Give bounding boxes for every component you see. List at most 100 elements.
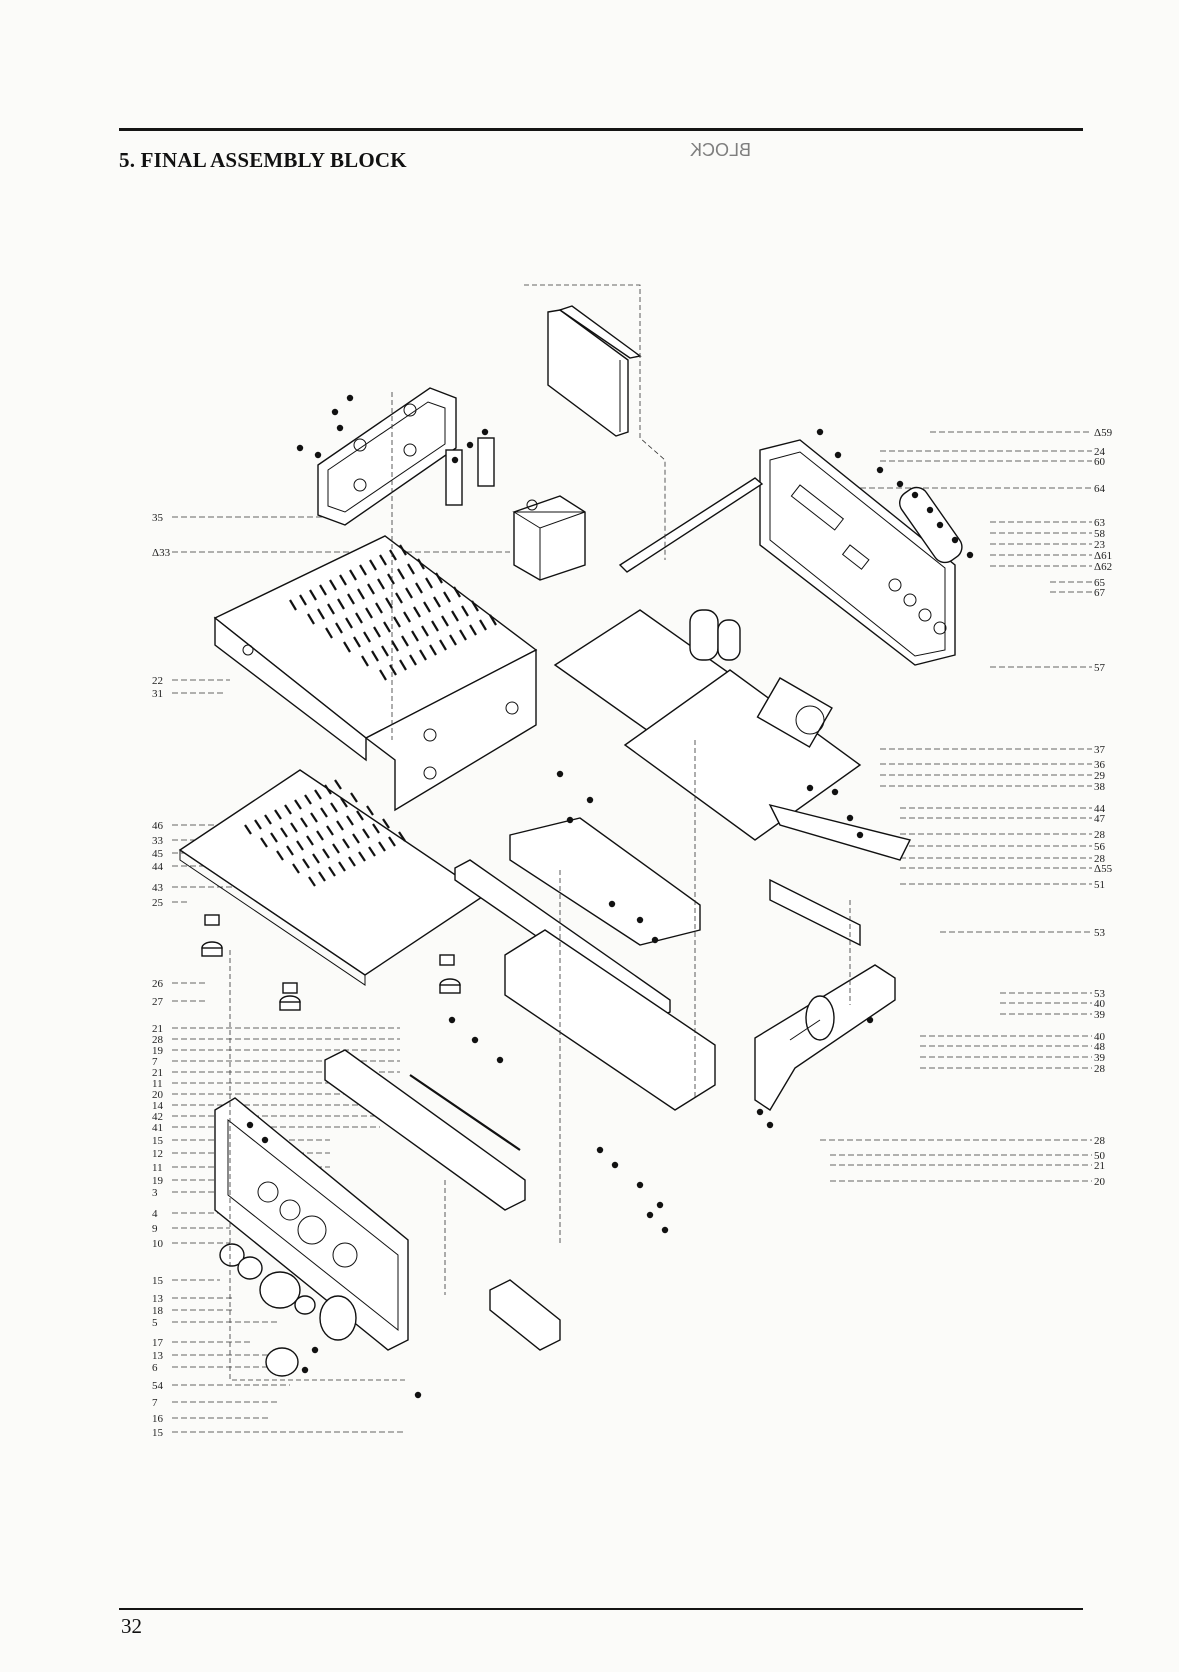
rear-panel <box>760 440 967 665</box>
screw <box>567 817 573 823</box>
callout-label-left: 44 <box>152 861 164 873</box>
callout-label-left: 4 <box>152 1208 158 1220</box>
vent-slot <box>335 780 341 789</box>
screw <box>817 429 823 435</box>
screw <box>857 832 863 838</box>
screw <box>452 457 458 463</box>
callout-label-right: Δ62 <box>1094 561 1112 573</box>
callout-label-right: 28 <box>1094 1063 1106 1075</box>
callout-label-right: 57 <box>1094 662 1106 674</box>
callout-label-right: 37 <box>1094 744 1106 756</box>
callout-label-left: 33 <box>152 835 164 847</box>
screw <box>587 797 593 803</box>
callout-label-left: 5 <box>152 1317 158 1329</box>
callout-label-right: 28 <box>1094 1135 1106 1147</box>
screw <box>337 425 343 431</box>
vent-slot <box>367 806 373 815</box>
screw <box>247 1122 253 1128</box>
callout-label-right: 51 <box>1094 879 1105 891</box>
chassis-frame <box>455 805 910 1110</box>
callout-label-right: Δ59 <box>1094 427 1113 439</box>
callout-label-left: 6 <box>152 1362 158 1374</box>
callout-label-left: 9 <box>152 1223 158 1235</box>
screw <box>472 1037 478 1043</box>
screw <box>647 1212 653 1218</box>
callout-label-right: 47 <box>1094 813 1106 825</box>
callout-label-right: 67 <box>1094 587 1106 599</box>
screw <box>332 409 338 415</box>
callout-label-left: Δ33 <box>152 547 171 559</box>
screw <box>807 785 813 791</box>
screw <box>912 492 918 498</box>
callout-label-left: 18 <box>152 1305 164 1317</box>
callout-label-left: 3 <box>152 1187 158 1199</box>
screw <box>297 445 303 451</box>
screw <box>347 395 353 401</box>
screw <box>609 901 615 907</box>
callout-label-left: 31 <box>152 688 163 700</box>
screw <box>757 1109 763 1115</box>
callout-label-right: 53 <box>1094 927 1106 939</box>
callout-label-right: 28 <box>1094 829 1106 841</box>
screw <box>597 1147 603 1153</box>
callout-label-left: 25 <box>152 897 164 909</box>
screw <box>835 452 841 458</box>
screw <box>662 1227 668 1233</box>
screw <box>952 537 958 543</box>
callout-label-right: 64 <box>1094 483 1106 495</box>
screw <box>927 507 933 513</box>
callout-label-left: 41 <box>152 1122 163 1134</box>
callout-label-left: 15 <box>152 1135 164 1147</box>
callout-label-left: 54 <box>152 1380 164 1392</box>
screw <box>847 815 853 821</box>
callout-label-left: 35 <box>152 512 164 524</box>
callout-label-right: Δ55 <box>1094 863 1113 875</box>
screw <box>467 442 473 448</box>
screw <box>877 467 883 473</box>
screw <box>302 1367 308 1373</box>
screw <box>657 1202 663 1208</box>
screw <box>637 1182 643 1188</box>
callout-label-left: 43 <box>152 882 164 894</box>
screw <box>312 1347 318 1353</box>
screw <box>262 1137 268 1143</box>
screw <box>867 1017 873 1023</box>
callout-label-left: 46 <box>152 820 164 832</box>
screw <box>897 481 903 487</box>
screw <box>612 1162 618 1168</box>
screw <box>482 429 488 435</box>
front-bracket-piece <box>490 1280 560 1350</box>
callout-label-left: 15 <box>152 1427 164 1439</box>
callout-label-left: 13 <box>152 1350 164 1362</box>
callout-label-left: 15 <box>152 1275 164 1287</box>
callout-label-right: 39 <box>1094 1009 1106 1021</box>
callout-label-left: 45 <box>152 848 164 860</box>
heat-sink-plate <box>548 306 640 436</box>
callout-label-left: 27 <box>152 996 164 1008</box>
screw <box>832 789 838 795</box>
callout-label-left: 12 <box>152 1148 163 1160</box>
callout-label-right: 20 <box>1094 1176 1106 1188</box>
vent-slot <box>351 793 357 802</box>
callout-label-left: 26 <box>152 978 164 990</box>
callout-label-left: 11 <box>152 1162 163 1174</box>
screw <box>652 937 658 943</box>
callout-label-left: 7 <box>152 1397 158 1409</box>
callout-label-left: 10 <box>152 1238 164 1250</box>
callout-label-right: 21 <box>1094 1160 1105 1172</box>
screw <box>967 552 973 558</box>
screw <box>937 522 943 528</box>
screw <box>497 1057 503 1063</box>
front-panel <box>215 1050 525 1350</box>
callout-label-right: 56 <box>1094 841 1106 853</box>
screw <box>637 917 643 923</box>
callout-label-right: 60 <box>1094 456 1106 468</box>
bottom-rule <box>119 1608 1083 1610</box>
main-pcb <box>555 610 860 840</box>
side-rail <box>620 478 762 572</box>
page-number: 32 <box>121 1614 142 1639</box>
callout-label-left: 17 <box>152 1337 164 1349</box>
callout-label-left: 13 <box>152 1293 164 1305</box>
screw <box>449 1017 455 1023</box>
